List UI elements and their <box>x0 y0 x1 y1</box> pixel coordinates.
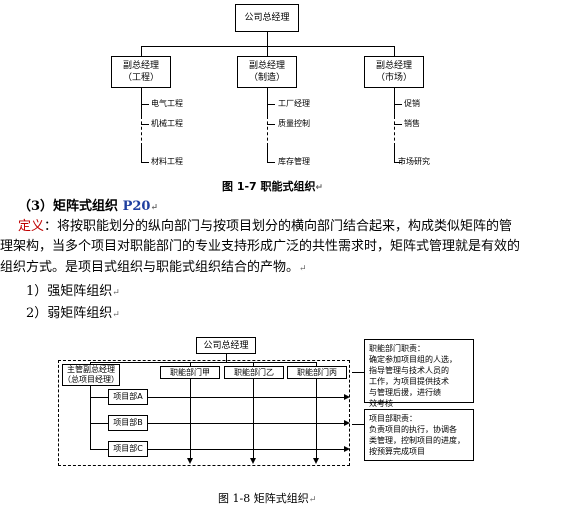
connector <box>316 362 317 366</box>
definition-line-2: 理架构，当多个项目对职能部门的专业支持形成广泛的共性需求时，矩阵式管理就是有效的 <box>0 239 521 254</box>
arrow-head <box>344 420 350 426</box>
connector <box>267 104 275 105</box>
vp-engineering-box: 副总经理 （工程） <box>111 56 171 88</box>
connector <box>141 124 149 125</box>
functional-arrow <box>253 379 254 461</box>
definition-label: 定义 <box>18 219 45 234</box>
project-duty-note: 项目部职责： 负责项目的执行，协调各 类管理，控制项目的进度， 按预算完成项目 <box>364 409 474 461</box>
list-item-weak-matrix: 2）弱矩阵组织↵ <box>26 306 120 321</box>
definition-line-1: 定义：将按职能划分的纵向部门与按项目划分的横向部门结合起来，构成类似矩阵的管 <box>18 219 513 234</box>
vp-marketing-box: 副总经理 （市场） <box>364 56 424 88</box>
sub-dept-label: 机械工程 <box>151 119 183 128</box>
vp-title: 副总经理 <box>248 61 285 71</box>
connector <box>267 88 268 116</box>
callout-pointer <box>352 372 364 373</box>
functional-duty-note: 职能部门职责： 确定参加项目组的人选， 指导管理与技术人员的 工作，为项目提供技… <box>364 339 474 408</box>
arrow-head <box>187 458 193 464</box>
vp-manufacturing-box: 副总经理 （制造） <box>237 56 297 88</box>
sub-dept-label: 销售 <box>404 119 420 128</box>
connector <box>90 423 108 424</box>
sub-dept-label: 工厂经理 <box>278 99 310 108</box>
connector <box>141 162 149 163</box>
connector <box>267 162 275 163</box>
connector <box>90 449 108 450</box>
project-dept-box: 项目部C <box>108 441 148 457</box>
connector <box>394 146 395 162</box>
connector <box>267 46 268 56</box>
project-arrow <box>148 423 348 424</box>
vp-title: 副总经理 <box>122 61 159 71</box>
matrix-ceo-box: 公司总经理 <box>196 337 256 354</box>
connector <box>267 124 275 125</box>
functional-dept-box: 职能部门丙 <box>287 366 347 379</box>
connector <box>267 146 268 162</box>
connector <box>226 354 227 362</box>
connector <box>394 162 402 163</box>
sub-dept-label: 库存管理 <box>278 157 310 166</box>
connector <box>90 362 316 363</box>
vp-dept: （工程） <box>122 73 159 83</box>
connector <box>90 386 91 450</box>
top-ceo-box: 公司总经理 <box>235 4 299 32</box>
sub-dept-label: 电气工程 <box>151 99 183 108</box>
project-vp-box: 主管副总经理 （总项目经理） <box>62 364 120 386</box>
sub-dept-label: 质量控制 <box>278 119 310 128</box>
connector <box>253 362 254 366</box>
page-link[interactable]: P20 <box>122 199 151 214</box>
vp-dept: （制造） <box>248 73 285 83</box>
functional-arrow <box>316 379 317 461</box>
connector <box>394 104 402 105</box>
sub-dept-label: 市场研究 <box>398 157 430 166</box>
connector <box>141 104 149 105</box>
arrow-head <box>313 458 319 464</box>
arrow-head <box>344 446 350 452</box>
project-dept-box: 项目部B <box>108 415 148 431</box>
list-item-strong-matrix: 1）强矩阵组织↵ <box>26 284 120 299</box>
connector <box>267 32 268 46</box>
ceo-label: 公司总经理 <box>244 13 290 23</box>
connector <box>141 146 142 162</box>
sub-dept-label: 促销 <box>404 99 420 108</box>
vp-dept: （市场） <box>375 73 412 83</box>
project-dept-box: 项目部A <box>108 389 148 405</box>
connector <box>267 116 268 146</box>
vp-title: 副总经理 <box>375 61 412 71</box>
callout-pointer <box>352 424 364 425</box>
sub-dept-label: 材料工程 <box>151 157 183 166</box>
connector <box>190 362 191 366</box>
functional-arrow <box>190 379 191 461</box>
arrow-head <box>344 394 350 400</box>
connector <box>394 46 395 56</box>
connector <box>90 397 108 398</box>
functional-dept-box: 职能部门甲 <box>160 366 220 379</box>
figure-caption-1-8: 图 1-8 矩阵式组织↵ <box>218 492 317 505</box>
project-arrow <box>148 397 348 398</box>
matrix-frame <box>58 360 350 466</box>
connector <box>141 88 142 116</box>
figure-caption-1-7: 图 1-7 职能式组织↵ <box>222 180 324 193</box>
connector <box>141 116 142 146</box>
arrow-head <box>250 458 256 464</box>
connector <box>394 116 395 146</box>
connector <box>141 46 142 56</box>
definition-line-3: 组织方式。是项目式组织与职能式组织结合的产物。↵ <box>0 260 307 275</box>
section-heading: （3）矩阵式组织 P20↵ <box>18 199 158 214</box>
project-arrow <box>148 449 348 450</box>
connector <box>394 88 395 116</box>
connector <box>394 124 402 125</box>
functional-dept-box: 职能部门乙 <box>224 366 284 379</box>
